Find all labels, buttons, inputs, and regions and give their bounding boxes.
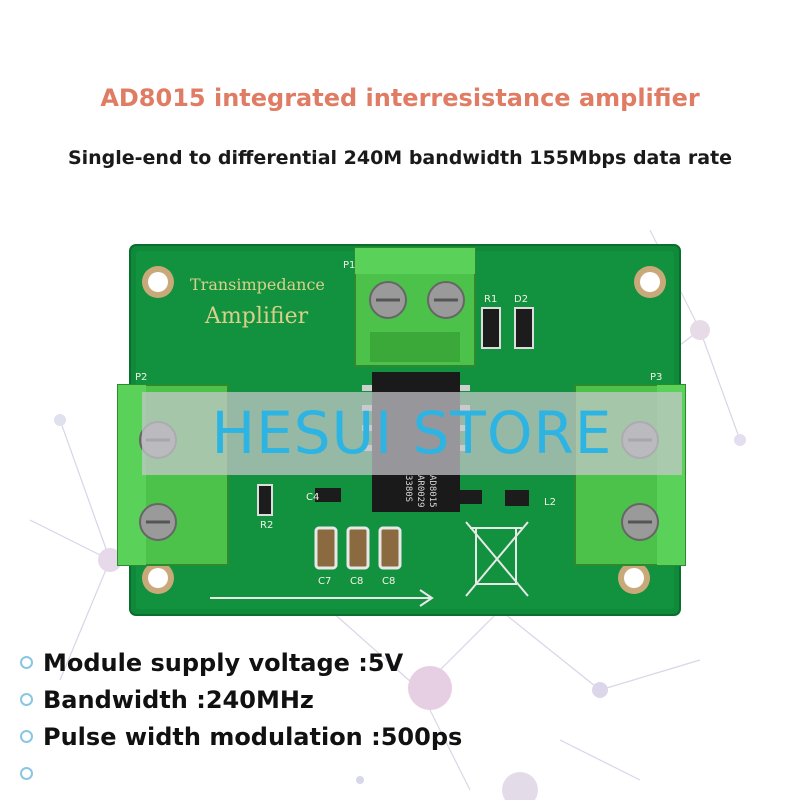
arrow-icon [210,589,434,607]
page-title: AD8015 integrated interresistance amplif… [100,84,700,112]
led-d2 [514,307,534,349]
watermark-banner [142,392,682,475]
label-c9: C8 [382,576,395,587]
silkscreen-line2: Amplifier [204,304,309,329]
label-c4: C4 [306,492,319,503]
label-c8: C8 [350,576,363,587]
feature-item [20,755,462,792]
label-p1: P1 [343,260,355,271]
weee-bin-icon [465,521,529,597]
label-c7: C7 [318,576,331,587]
bullet-icon [20,656,33,669]
bullet-icon [20,693,33,706]
mounting-hole-icon [142,266,666,594]
resistor-r1 [481,307,501,349]
feature-list: Module supply voltage :5V Bandwidth :240… [20,644,462,792]
silkscreen-line1: Transimpedance [190,275,325,294]
label-l2: L2 [544,497,556,508]
watermark-text: HESUI STORE [211,399,613,467]
capacitor-c5 [460,490,482,504]
chip-text-1: AD8015 [427,475,437,508]
chip-text-2: AR0029 [415,475,425,508]
label-p2: P2 [135,372,147,383]
feature-text: Pulse width modulation :500ps [43,722,463,751]
bullet-icon [20,730,33,743]
resistor-r2 [257,484,273,516]
feature-item: Bandwidth :240MHz [20,681,462,718]
feature-text: Bandwidth :240MHz [43,685,314,714]
feature-item: Pulse width modulation :500ps [20,718,462,755]
label-r2: R2 [260,520,273,531]
feature-item: Module supply voltage :5V [20,644,462,681]
label-d2: D2 [514,294,528,305]
feature-text: Module supply voltage :5V [43,648,404,677]
bullet-icon [20,767,33,780]
capacitor-c4 [315,488,341,502]
inductor-l1 [505,490,529,506]
label-r1: R1 [484,294,497,305]
capacitor-bank [314,526,402,570]
chip-text-3: 3380S [403,475,413,502]
page-subtitle: Single-end to differential 240M bandwidt… [67,147,733,169]
terminal-block-p1 [354,247,476,367]
label-p3: P3 [650,372,662,383]
